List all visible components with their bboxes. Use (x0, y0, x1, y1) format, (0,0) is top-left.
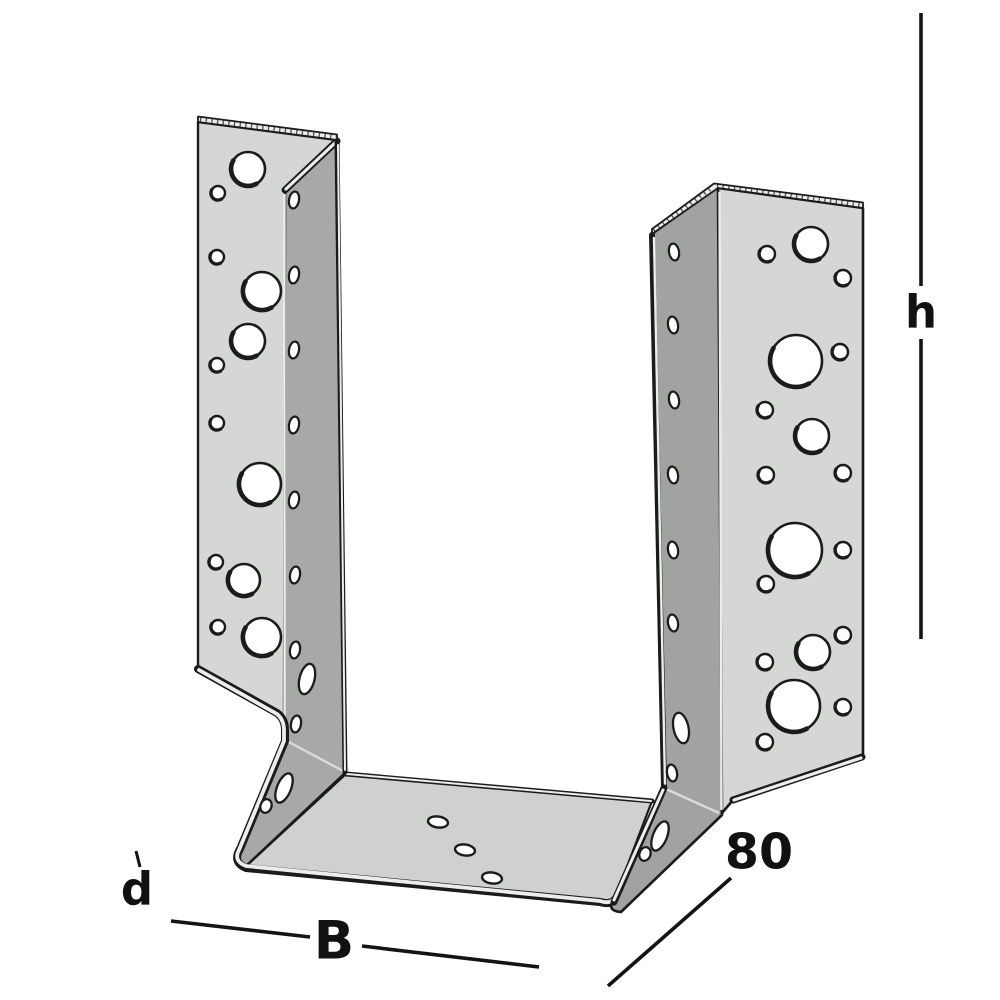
right-top-edge-hatching-1 (652, 184, 715, 233)
left-face-big-holes (225, 150, 283, 659)
hole (287, 490, 301, 510)
dimension-label-thickness: d (120, 862, 154, 916)
hole (287, 265, 301, 285)
hole (667, 390, 681, 410)
hole (287, 415, 301, 435)
left-top-edge-hatching (199, 117, 337, 140)
hole (297, 662, 317, 696)
hole-rim-shadow (209, 187, 224, 202)
right-gusset-slot (650, 820, 670, 852)
base-nail-slots (426, 815, 504, 885)
right-gusset-outer-edge-highlight (612, 788, 665, 902)
hole-rim-shadow (209, 621, 224, 636)
hole (288, 640, 302, 660)
dimension-label-depth: 80 (724, 823, 794, 881)
hole (287, 190, 301, 210)
right-fold-highlight (718, 191, 723, 811)
hole (666, 315, 680, 335)
hole-rim-shadow (765, 690, 810, 735)
right-gusset-hole (638, 846, 652, 862)
hole-rim-shadow (208, 251, 223, 266)
dimension-lines (134, 13, 923, 988)
left-gusset-hole (259, 798, 273, 814)
dim-line-80 (606, 876, 733, 988)
hole-rim-shadow (208, 417, 223, 432)
hole-rim-shadow (767, 345, 812, 390)
hole-rim-shadow (833, 467, 849, 483)
hole-rim-shadow (833, 701, 849, 717)
hole (638, 846, 652, 862)
left-web-top-edge-highlight (284, 140, 338, 191)
hole-rim-shadow (792, 425, 823, 456)
bottom-edge-band (194, 665, 622, 908)
hole (666, 465, 680, 485)
hole (666, 540, 680, 560)
left-gusset-slot (274, 772, 294, 804)
hole (480, 871, 504, 885)
hole-rim-shadow (207, 556, 222, 571)
hole (288, 565, 302, 585)
hole (665, 763, 679, 783)
left-bend-highlight (286, 739, 344, 773)
hole (650, 820, 670, 852)
hole-rim-shadow (765, 534, 811, 580)
right-face-small-holes (755, 244, 853, 752)
left-face-small-holes (207, 184, 227, 636)
right-face-big-holes (765, 225, 832, 735)
dimension-label-height: h (904, 285, 938, 339)
bottom-edge-highlight (197, 668, 618, 905)
dim-line-b-left (170, 919, 311, 939)
hole (287, 340, 301, 360)
hole-rim-shadow (228, 330, 259, 361)
right-web-left-edge-highlight (652, 236, 667, 786)
hole-rim-shadow (755, 404, 771, 420)
hole (426, 815, 450, 829)
hole (274, 772, 294, 804)
hole-rim-shadow (756, 469, 772, 485)
right-face-chamfer-highlight (732, 756, 863, 802)
hole (671, 711, 691, 745)
base-back-edge-highlight (346, 773, 652, 802)
hole-layer (207, 150, 853, 885)
left-web-holes (287, 190, 303, 734)
hole-rim-shadow (756, 578, 772, 594)
right-web-holes (665, 242, 681, 783)
hole-rim-shadow (240, 279, 274, 313)
hole-rim-shadow (755, 736, 771, 752)
hole-rim-shadow (225, 569, 255, 599)
hole (666, 613, 680, 633)
right-bend-highlight (665, 787, 720, 815)
hole-rim-shadow (793, 641, 824, 672)
hole (289, 714, 303, 734)
hole-rim-shadow (208, 359, 223, 374)
hole-rim-shadow (830, 346, 846, 362)
hole-rim-shadow (833, 544, 849, 560)
hole-rim-shadow (833, 629, 849, 645)
hole-rim-shadow (228, 158, 259, 189)
dim-line-b-right (361, 944, 540, 969)
hole-rim-shadow (236, 471, 273, 508)
dim-tick-d (134, 850, 142, 868)
hole-rim-shadow (791, 233, 822, 264)
dimension-label-width: B (313, 910, 355, 972)
left-web-slot (297, 662, 317, 696)
hole (259, 798, 273, 814)
hole-rim-shadow (833, 272, 849, 288)
hole-rim-shadow (240, 625, 274, 659)
hole-rim-shadow (755, 656, 771, 672)
left-web-right-edge-highlight (337, 144, 346, 771)
hole (453, 843, 477, 857)
hole (667, 242, 681, 262)
right-top-edge-strip (651, 182, 864, 235)
right-web-slot (671, 711, 691, 745)
hole-rim-shadow (757, 248, 773, 264)
